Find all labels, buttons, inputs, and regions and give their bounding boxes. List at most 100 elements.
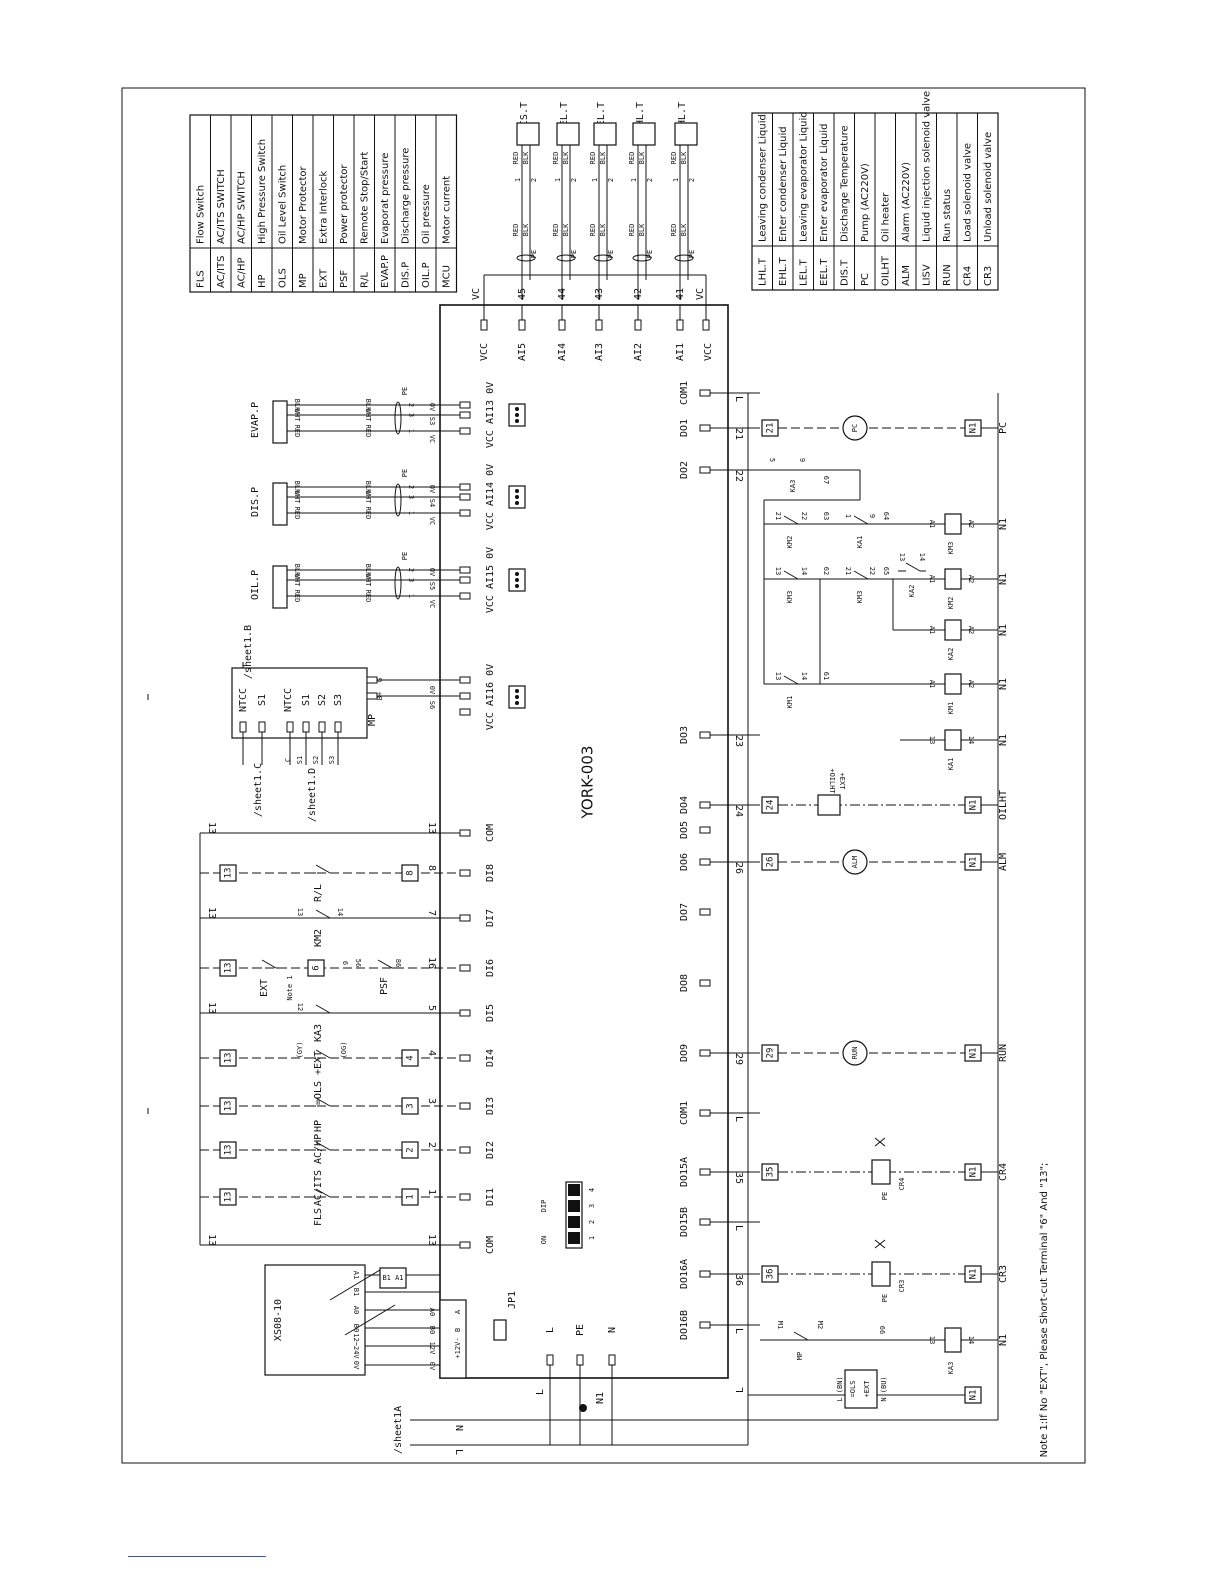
di-termnum-7: 2	[426, 1142, 437, 1148]
row1-a1: A1	[928, 520, 936, 528]
do-wirenum-4: 24	[733, 805, 744, 817]
mp-m1: M1	[776, 1321, 784, 1329]
row2-w1: 62	[822, 567, 830, 575]
di-dev-7: AC/ITS AC/HP	[313, 1134, 324, 1206]
temp-sensor-probe-1	[556, 122, 580, 146]
di-note-3: Note 1	[286, 975, 294, 1000]
valve-b-11	[874, 1137, 886, 1147]
row2-coil-name: KM2	[947, 597, 955, 610]
di-boxm-3-box	[307, 959, 325, 977]
di-boxl-1-text: 13	[224, 868, 234, 879]
di-contact-7-blade	[315, 1141, 331, 1151]
mp-m2: M2	[816, 1321, 824, 1329]
legend-left-desc-6: Extra Interlock	[318, 171, 329, 244]
legend-right-code-6: OILHT	[880, 255, 891, 286]
di-label-4: DI5	[485, 1004, 496, 1022]
di-term-5	[459, 1054, 471, 1062]
di-term-7	[459, 1146, 471, 1154]
temp-input-3: AI2	[633, 343, 644, 361]
do-term-13	[699, 1270, 711, 1278]
comm-board-pin-0: A0	[428, 1308, 436, 1316]
mp-contact-blade	[793, 1331, 809, 1341]
temp-input-term-2	[595, 319, 603, 331]
xs08-module	[264, 1264, 366, 1376]
ka3-a1: 13	[928, 1336, 936, 1344]
wire-blk2-3: BLK	[638, 223, 646, 236]
di-dev-8: FLS	[313, 1208, 324, 1226]
row2-contact-blade	[783, 570, 799, 580]
row2-ka2-name: KA2	[908, 585, 916, 598]
legend-left-desc-7: Power protector	[339, 164, 350, 244]
solenoid-11	[871, 1159, 891, 1185]
di-boxl-5-box	[219, 1049, 237, 1067]
wire-red2-2: RED	[589, 224, 597, 237]
do-label-2: DO2	[679, 461, 690, 479]
do-term-9	[699, 1049, 711, 1057]
di-label-3: DI6	[485, 959, 496, 977]
solenoid-label-13: CR3	[898, 1280, 906, 1293]
plug-pin-1-1	[515, 495, 519, 499]
do-n-4-text: N1	[969, 800, 979, 811]
legend-left-desc-8: Remote Stop/Start	[359, 152, 370, 244]
press-term-0-0	[459, 401, 471, 409]
legend-left-desc-3: High Pressure Switch	[257, 139, 268, 244]
solenoid-label-11: CR4	[898, 1178, 906, 1191]
legend-right-code-11: CR3	[983, 266, 994, 286]
row4-w1: 61	[822, 672, 830, 680]
press-0v-2: 0V	[428, 568, 436, 577]
press-blk-1: BLK	[293, 481, 301, 494]
comm-pin-5: 0V	[352, 1361, 360, 1370]
power-label-0: L	[545, 1327, 556, 1333]
comm-pin-1: B1	[352, 1288, 360, 1296]
di-boxr-6-box	[401, 1097, 419, 1115]
wire-red-2: RED	[589, 152, 597, 165]
temp-input-0: AI5	[517, 343, 528, 361]
row4-contact-name: KM1	[786, 696, 794, 709]
row2-w2: 65	[882, 567, 890, 575]
wire-blk-4: BLK	[680, 151, 688, 164]
n1-wire-label: N1	[595, 1392, 606, 1404]
vcc-left: VCC	[479, 343, 490, 361]
row2-k1: 13	[898, 553, 906, 561]
bottom-66: 66	[878, 1326, 886, 1334]
temp-input-term-4	[676, 319, 684, 331]
row2-a1: A1	[928, 575, 936, 583]
temp-sensor-name-4: LHL.T	[677, 102, 688, 132]
ka3-p2: 9	[798, 458, 806, 462]
do-term-3	[699, 731, 711, 739]
vc-left: VC	[471, 288, 482, 300]
di-c2-2: 14	[336, 908, 344, 916]
di-term-1	[459, 869, 471, 877]
di-contact-5-blade	[315, 1049, 331, 1059]
dip-pos-0: 1	[588, 1236, 596, 1240]
di-left-9: 13	[206, 1234, 217, 1246]
di-dev-1: R/L	[313, 884, 324, 902]
di-term-9	[459, 1241, 471, 1249]
do-term-12	[699, 1218, 711, 1226]
do-n-9-text: N1	[969, 1048, 979, 1059]
do-load-1	[842, 415, 868, 441]
legend-right-code-8: LISV	[921, 264, 932, 286]
legend-left-desc-4: Oil Level Switch	[277, 165, 288, 244]
mp-plug-pin-1	[515, 695, 519, 699]
row1-contact2-name: KA1	[856, 536, 864, 549]
wire-red-1: RED	[552, 152, 560, 165]
plug-pin-0-1	[515, 413, 519, 417]
legend-left-code-10: DIS.P	[400, 262, 411, 288]
do-label-1: DO1	[679, 419, 690, 437]
temp-input-term-1	[558, 319, 566, 331]
row1-coil	[944, 513, 962, 535]
wire-blk-0: BLK	[522, 151, 530, 164]
row1-contact-name: KM2	[786, 536, 794, 549]
legend-left-code-11: OIL.P	[421, 262, 432, 288]
pin2-3: 2	[646, 178, 654, 182]
solenoid-pe-13: PE	[881, 1294, 889, 1302]
mp-contact-name: MP	[796, 1352, 804, 1360]
legend-left-code-3: HP	[257, 274, 268, 288]
pin1-0: 1	[514, 178, 522, 182]
legend-left-code-5: MP	[298, 273, 309, 288]
shield-1	[556, 254, 576, 262]
di-boxr-6-text: 3	[406, 1103, 416, 1108]
temp-sensor-name-1: EEL.T	[559, 102, 570, 132]
press-p1-2: 1	[407, 594, 415, 598]
